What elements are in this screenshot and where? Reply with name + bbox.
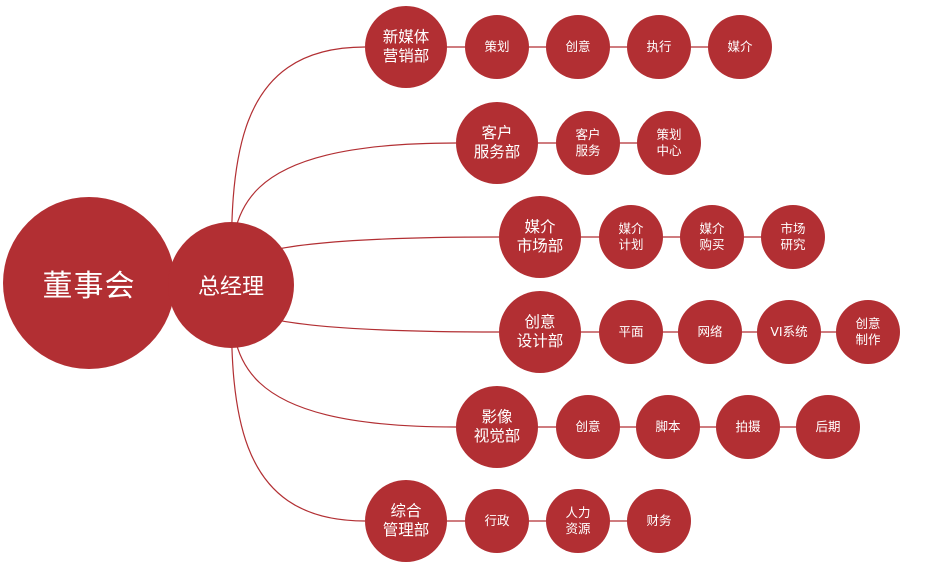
sub-node-1-1-label: 策划 中心 xyxy=(656,127,682,158)
sub-node-3-0-label: 平面 xyxy=(618,324,644,339)
board-node: 董事会 xyxy=(3,197,175,369)
general-manager-label: 总经理 xyxy=(197,275,264,300)
sub-node-3-0: 平面 xyxy=(599,300,663,364)
dept-node-1: 客户 服务部 xyxy=(456,102,538,184)
sub-node-0-0-label: 策划 xyxy=(484,39,510,54)
sub-node-0-1-label: 创意 xyxy=(565,39,591,54)
sub-node-0-3-label: 媒介 xyxy=(727,39,753,54)
general-manager-node: 总经理 xyxy=(168,222,294,348)
dept-node-0-label: 新媒体 营销部 xyxy=(382,28,430,65)
sub-node-3-2: VI系统 xyxy=(757,300,821,364)
sub-node-3-1-label: 网络 xyxy=(697,324,723,339)
sub-node-4-3: 后期 xyxy=(796,395,860,459)
sub-node-0-2: 执行 xyxy=(627,15,691,79)
sub-node-3-1: 网络 xyxy=(678,300,742,364)
dept-node-3: 创意 设计部 xyxy=(499,291,581,373)
sub-node-5-1: 人力 资源 xyxy=(546,489,610,553)
sub-node-4-1: 脚本 xyxy=(636,395,700,459)
sub-node-4-2-label: 拍摄 xyxy=(735,419,761,434)
sub-node-2-0-label: 媒介 计划 xyxy=(618,221,644,252)
dept-node-4-label: 影像 视觉部 xyxy=(473,408,521,445)
dept-node-2-label: 媒介 市场部 xyxy=(516,218,564,255)
sub-node-4-2: 拍摄 xyxy=(716,395,780,459)
sub-node-1-1: 策划 中心 xyxy=(637,111,701,175)
sub-node-2-2: 市场 研究 xyxy=(761,205,825,269)
dept-node-5: 综合 管理部 xyxy=(365,480,447,562)
dept-node-1-label: 客户 服务部 xyxy=(473,124,521,161)
board-label: 董事会 xyxy=(42,269,136,304)
sub-node-2-2-label: 市场 研究 xyxy=(780,221,806,252)
dept-node-4: 影像 视觉部 xyxy=(456,386,538,468)
sub-node-0-2-label: 执行 xyxy=(646,39,672,54)
sub-node-3-3: 创意 制作 xyxy=(836,300,900,364)
sub-node-0-3: 媒介 xyxy=(708,15,772,79)
sub-node-5-1-label: 人力 资源 xyxy=(565,505,591,536)
sub-node-5-2-label: 财务 xyxy=(646,513,672,528)
sub-node-4-0: 创意 xyxy=(556,395,620,459)
sub-node-4-0-label: 创意 xyxy=(575,419,601,434)
sub-node-0-0: 策划 xyxy=(465,15,529,79)
sub-node-0-1: 创意 xyxy=(546,15,610,79)
sub-node-4-1-label: 脚本 xyxy=(655,419,681,434)
sub-node-5-0-label: 行政 xyxy=(484,513,510,528)
sub-node-5-2: 财务 xyxy=(627,489,691,553)
dept-node-0: 新媒体 营销部 xyxy=(365,6,447,88)
sub-node-5-0: 行政 xyxy=(465,489,529,553)
sub-node-3-2-label: VI系统 xyxy=(770,324,808,339)
sub-node-1-0: 客户 服务 xyxy=(556,111,620,175)
sub-node-4-3-label: 后期 xyxy=(815,419,841,434)
sub-node-2-0: 媒介 计划 xyxy=(599,205,663,269)
sub-node-2-1: 媒介 购买 xyxy=(680,205,744,269)
dept-node-5-label: 综合 管理部 xyxy=(382,502,430,539)
dept-node-2: 媒介 市场部 xyxy=(499,196,581,278)
sub-node-1-0-label: 客户 服务 xyxy=(575,127,601,158)
sub-node-3-3-label: 创意 制作 xyxy=(855,316,881,347)
dept-node-3-label: 创意 设计部 xyxy=(516,313,564,350)
sub-node-2-1-label: 媒介 购买 xyxy=(699,221,725,252)
